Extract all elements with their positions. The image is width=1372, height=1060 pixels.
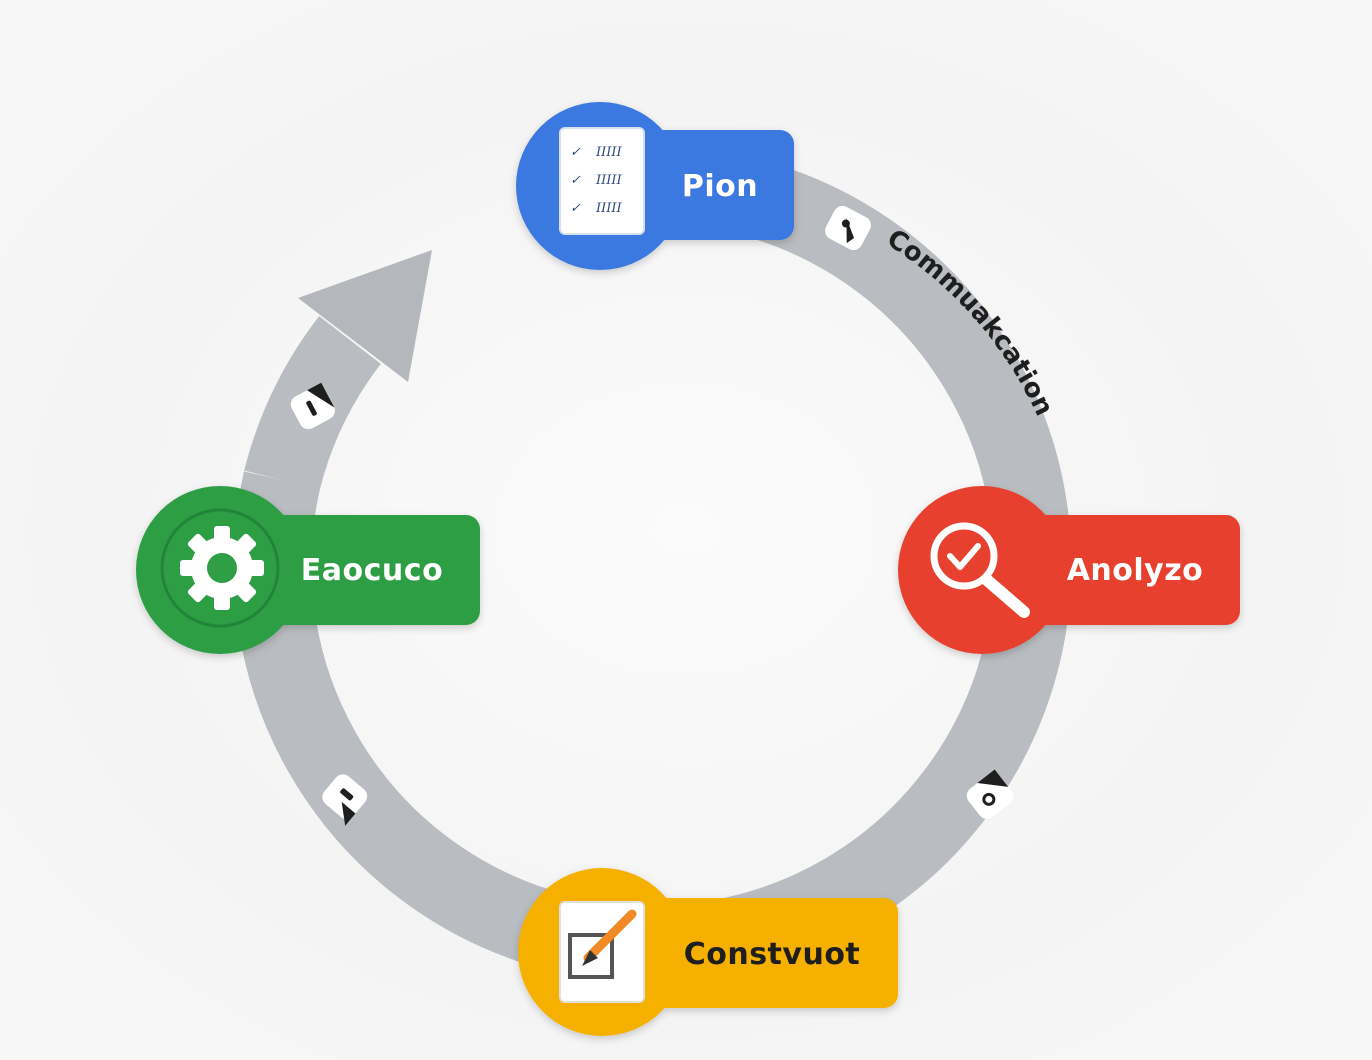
checklist-line-1: IIIII [595, 145, 623, 160]
construct-label: Constvuot [684, 937, 861, 972]
connector-bubble-right-lower [966, 769, 1014, 819]
svg-text:✓: ✓ [570, 201, 581, 216]
connector-bubble-left-upper [290, 382, 335, 430]
magnifier-check-icon [930, 522, 1030, 618]
connector-bubble-top-right [825, 205, 871, 251]
checklist-line-2: IIIII [595, 173, 623, 188]
analyze-badge [898, 486, 1066, 654]
checklist-icon: ✓ IIIII ✓ IIIII ✓ IIIII [559, 127, 645, 235]
svg-text:✓: ✓ [570, 145, 581, 160]
checklist-line-3: IIIII [595, 201, 623, 216]
svg-text:✓: ✓ [570, 173, 581, 188]
cycle-arrowhead [298, 250, 432, 382]
analyze-label: Anolyzo [1067, 553, 1204, 588]
execute-label: Eaocuco [301, 553, 443, 588]
edit-checkbox-icon [559, 901, 645, 1003]
gear-icon [160, 508, 280, 628]
plan-label: Pion [682, 169, 758, 204]
connector-bubble-left-lower [322, 774, 368, 826]
